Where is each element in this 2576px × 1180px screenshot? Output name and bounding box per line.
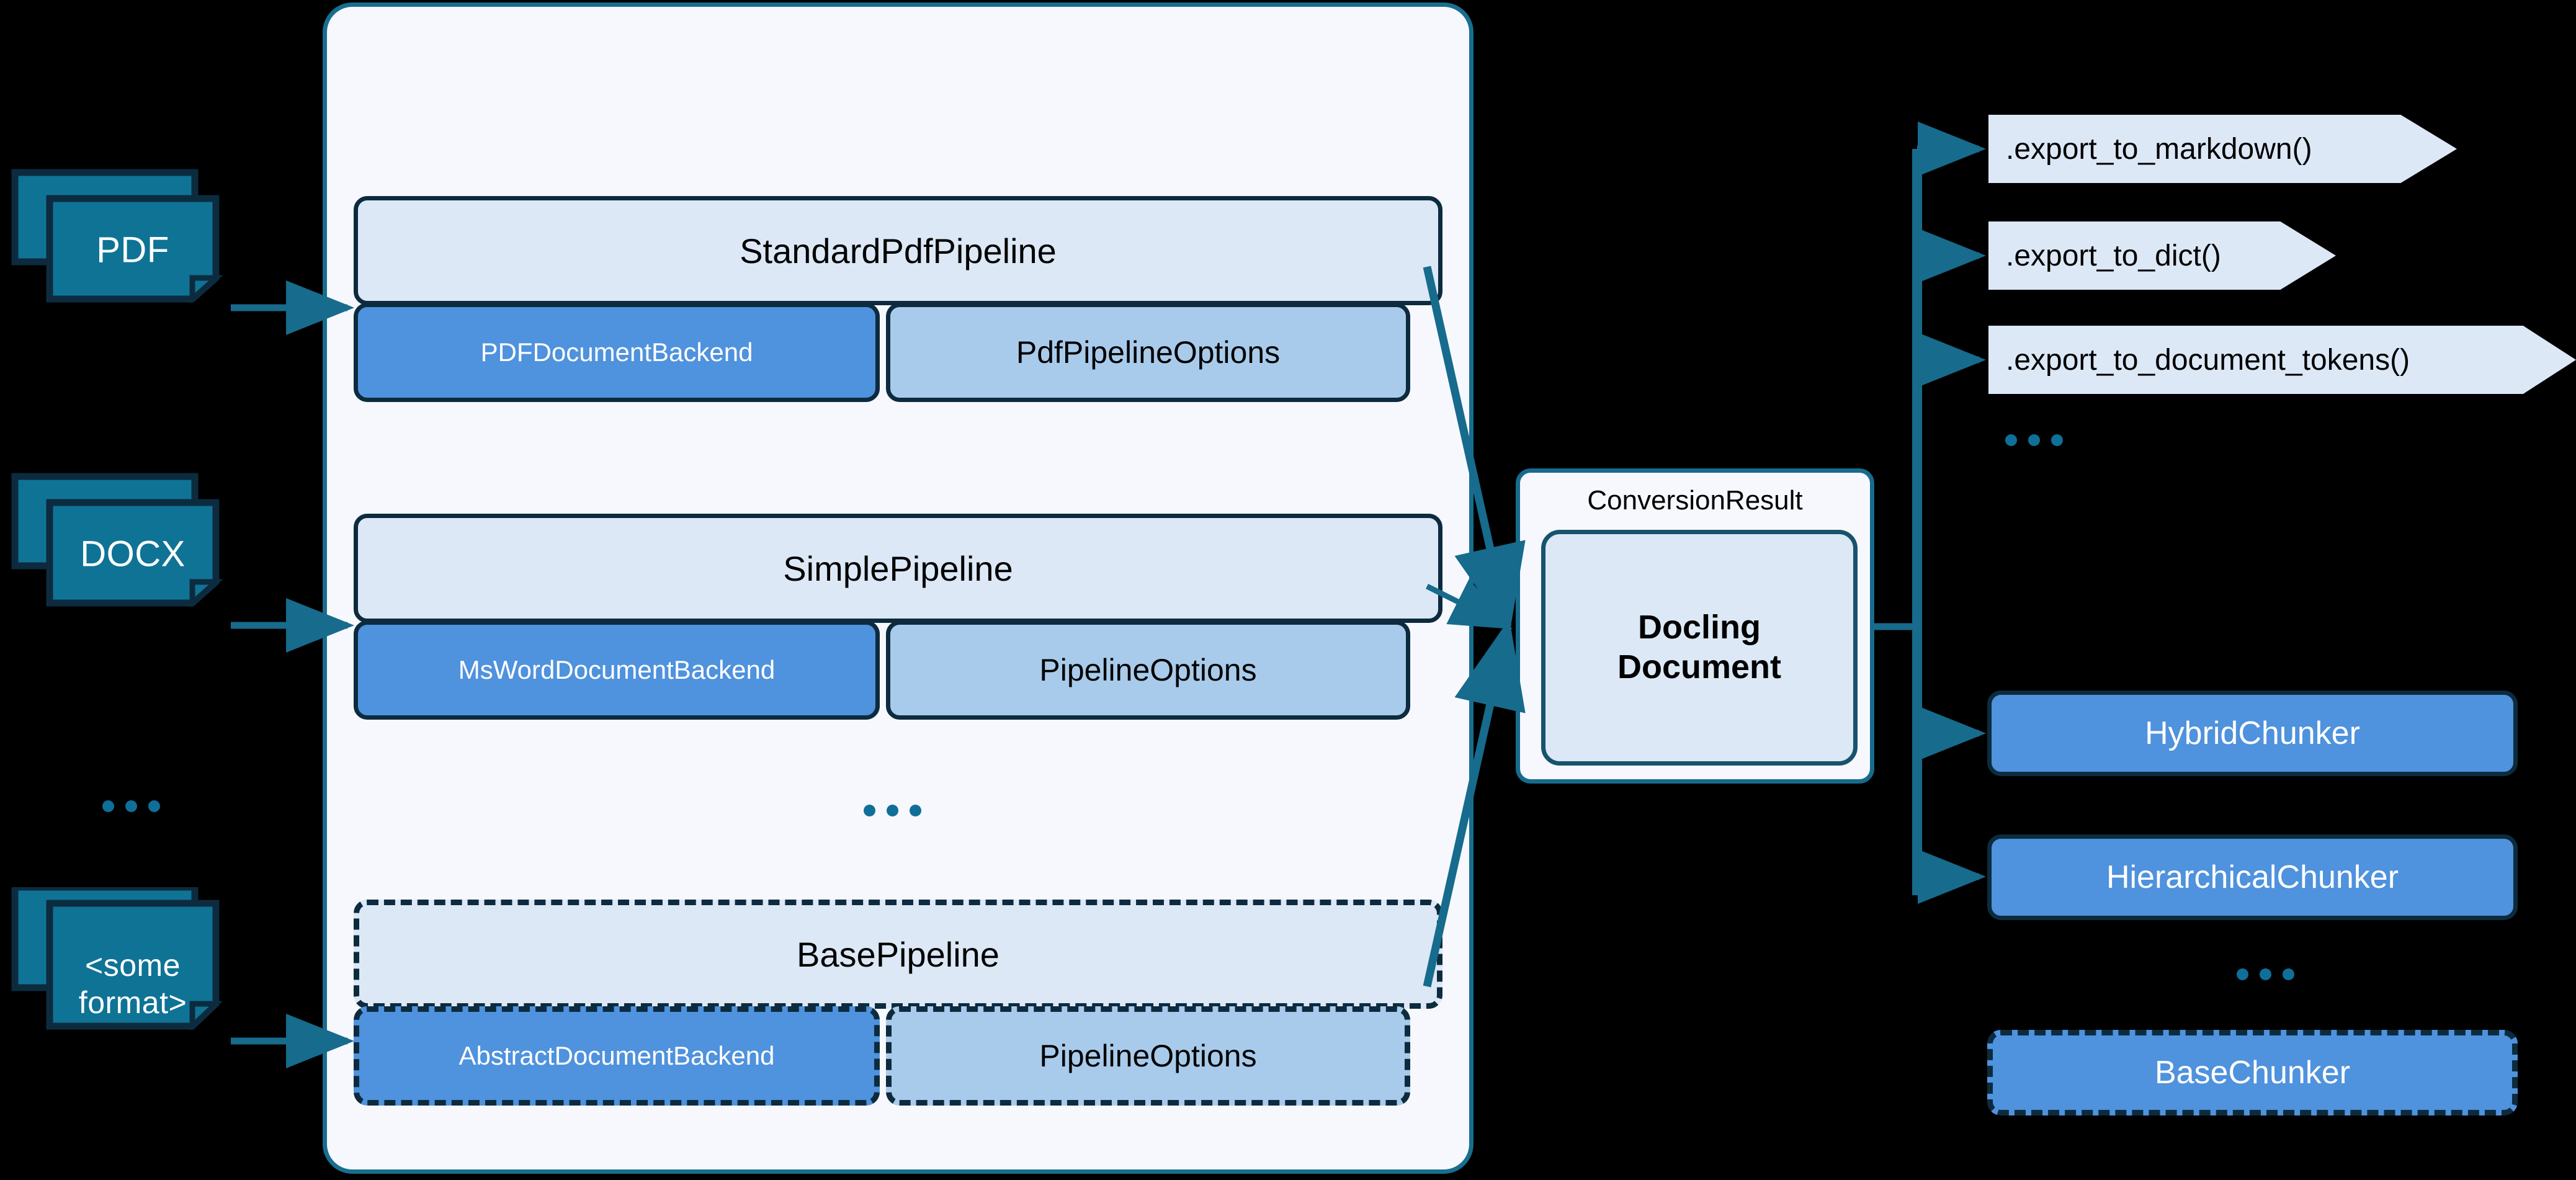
export-banner-document-tokens[interactable]: .export_to_document_tokens()	[1988, 326, 2576, 394]
pipeline-backend[interactable]: MsWordDocumentBackend	[354, 620, 880, 720]
exports-ellipsis	[2005, 434, 2063, 446]
chunker-label: HierarchicalChunker	[2106, 859, 2399, 895]
input-doc-pdf[interactable]: PDF	[9, 169, 238, 303]
pipeline-options[interactable]: PdfPipelineOptions	[886, 303, 1410, 402]
pipeline-group-standard-pdf[interactable]: StandardPdfPipeline PDFDocumentBackend P…	[354, 196, 1442, 402]
pipeline-name: StandardPdfPipeline	[354, 196, 1442, 305]
pipeline-name: SimplePipeline	[354, 514, 1442, 623]
chunker-label: HybridChunker	[2145, 715, 2360, 751]
export-label: .export_to_markdown()	[2006, 132, 2312, 166]
inputs-ellipsis	[102, 800, 160, 812]
export-banner-markdown[interactable]: .export_to_markdown()	[1988, 115, 2457, 183]
converter-ellipsis	[864, 805, 921, 816]
pipeline-backend[interactable]: AbstractDocumentBackend	[354, 1006, 880, 1106]
pipeline-backend[interactable]: PDFDocumentBackend	[354, 303, 880, 402]
chunker-hybrid[interactable]: HybridChunker	[1987, 691, 2518, 776]
conversion-result-title: ConversionResult	[1587, 485, 1803, 516]
export-banner-dict[interactable]: .export_to_dict()	[1988, 221, 2336, 290]
document-stack-icon	[11, 473, 223, 607]
pipeline-components-row: MsWordDocumentBackend PipelineOptions	[354, 620, 1442, 720]
pipeline-group-simple[interactable]: SimplePipeline MsWordDocumentBackend Pip…	[354, 514, 1442, 720]
export-label: .export_to_document_tokens()	[2006, 343, 2410, 377]
chunkers-ellipsis	[2237, 968, 2294, 980]
document-stack-icon	[11, 169, 223, 303]
input-doc-some-format[interactable]: <some format>	[9, 887, 238, 1030]
export-label: .export_to_dict()	[2006, 239, 2221, 272]
pipeline-name: BasePipeline	[354, 900, 1442, 1009]
docling-document-line1: Docling	[1637, 609, 1761, 646]
chunker-label: BaseChunker	[2154, 1055, 2351, 1091]
docling-document-box[interactable]: Docling Document	[1541, 530, 1858, 766]
pipeline-components-row: PDFDocumentBackend PdfPipelineOptions	[354, 303, 1442, 402]
chunker-hierarchical[interactable]: HierarchicalChunker	[1987, 834, 2518, 920]
pipeline-options[interactable]: PipelineOptions	[886, 620, 1410, 720]
docling-document-line2: Document	[1617, 648, 1781, 686]
pipeline-components-row: AbstractDocumentBackend PipelineOptions	[354, 1006, 1442, 1106]
chunker-base[interactable]: BaseChunker	[1987, 1030, 2518, 1115]
conversion-result-container: ConversionResult Docling Document	[1516, 468, 1874, 784]
input-doc-docx[interactable]: DOCX	[9, 473, 238, 607]
document-stack-icon	[11, 887, 223, 1030]
pipeline-group-base[interactable]: BasePipeline AbstractDocumentBackend Pip…	[354, 900, 1442, 1106]
pipeline-options[interactable]: PipelineOptions	[886, 1006, 1410, 1106]
